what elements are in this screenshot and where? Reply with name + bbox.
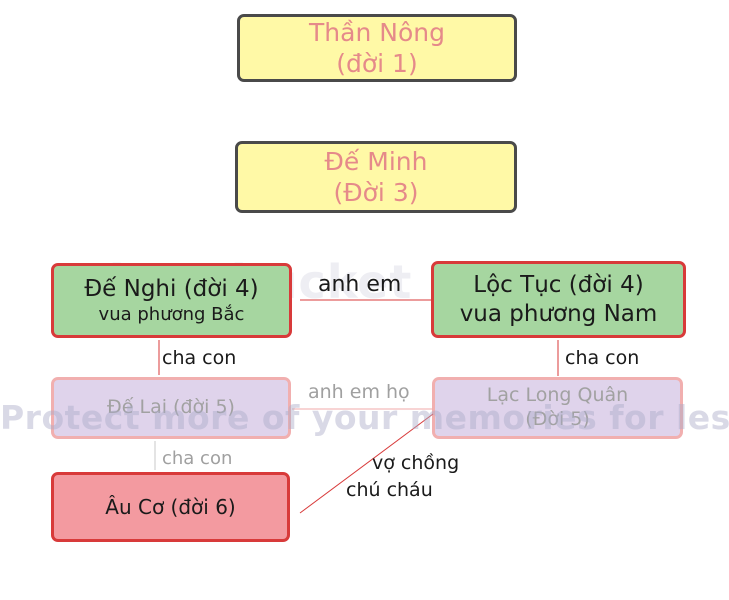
- edge-label-chu-chau: chú cháu: [346, 479, 433, 501]
- node-de-lai: Đế Lai (đời 5): [51, 377, 291, 439]
- edge-label-cha-con-right: cha con: [565, 347, 640, 369]
- watermark-text: Protect more of your memories for less!: [0, 398, 729, 437]
- node-than-nong: Thần Nông (đời 1): [237, 14, 517, 82]
- node-de-nghi-name: Đế Nghi (đời 4): [84, 275, 259, 302]
- edge-label-anh-em-ho: anh em họ: [308, 381, 410, 403]
- edge-line-quan-auco: [299, 413, 434, 514]
- node-lac-long-quan-generation: (Đời 5): [525, 408, 590, 430]
- node-loc-tuc: Lộc Tục (đời 4) vua phương Nam: [431, 261, 686, 338]
- node-de-minh: Đế Minh (Đời 3): [235, 141, 517, 213]
- node-au-co: Âu Cơ (đời 6): [51, 472, 290, 542]
- node-than-nong-name: Thần Nông: [309, 17, 445, 47]
- node-de-lai-name: Đế Lai (đời 5): [107, 396, 235, 419]
- edge-label-cha-con-left: cha con: [162, 347, 237, 369]
- node-de-minh-name: Đế Minh: [324, 146, 428, 176]
- edge-label-anh-em: anh em: [318, 272, 402, 297]
- node-loc-tuc-name: Lộc Tục (đời 4): [473, 271, 644, 298]
- node-de-nghi: Đế Nghi (đời 4) vua phương Bắc: [51, 263, 292, 338]
- node-de-nghi-title: vua phương Bắc: [98, 303, 245, 325]
- node-au-co-name: Âu Cơ (đời 6): [105, 494, 236, 519]
- node-than-nong-generation: (đời 1): [336, 49, 418, 78]
- node-loc-tuc-title: vua phương Nam: [459, 300, 658, 327]
- node-lac-long-quan: Lạc Long Quân (Đời 5): [432, 377, 683, 439]
- edge-label-cha-con-lower: cha con: [162, 448, 233, 469]
- edge-label-vo-chong: vợ chồng: [372, 452, 460, 474]
- node-de-minh-generation: (Đời 3): [333, 178, 419, 207]
- node-lac-long-quan-name: Lạc Long Quân: [486, 384, 629, 407]
